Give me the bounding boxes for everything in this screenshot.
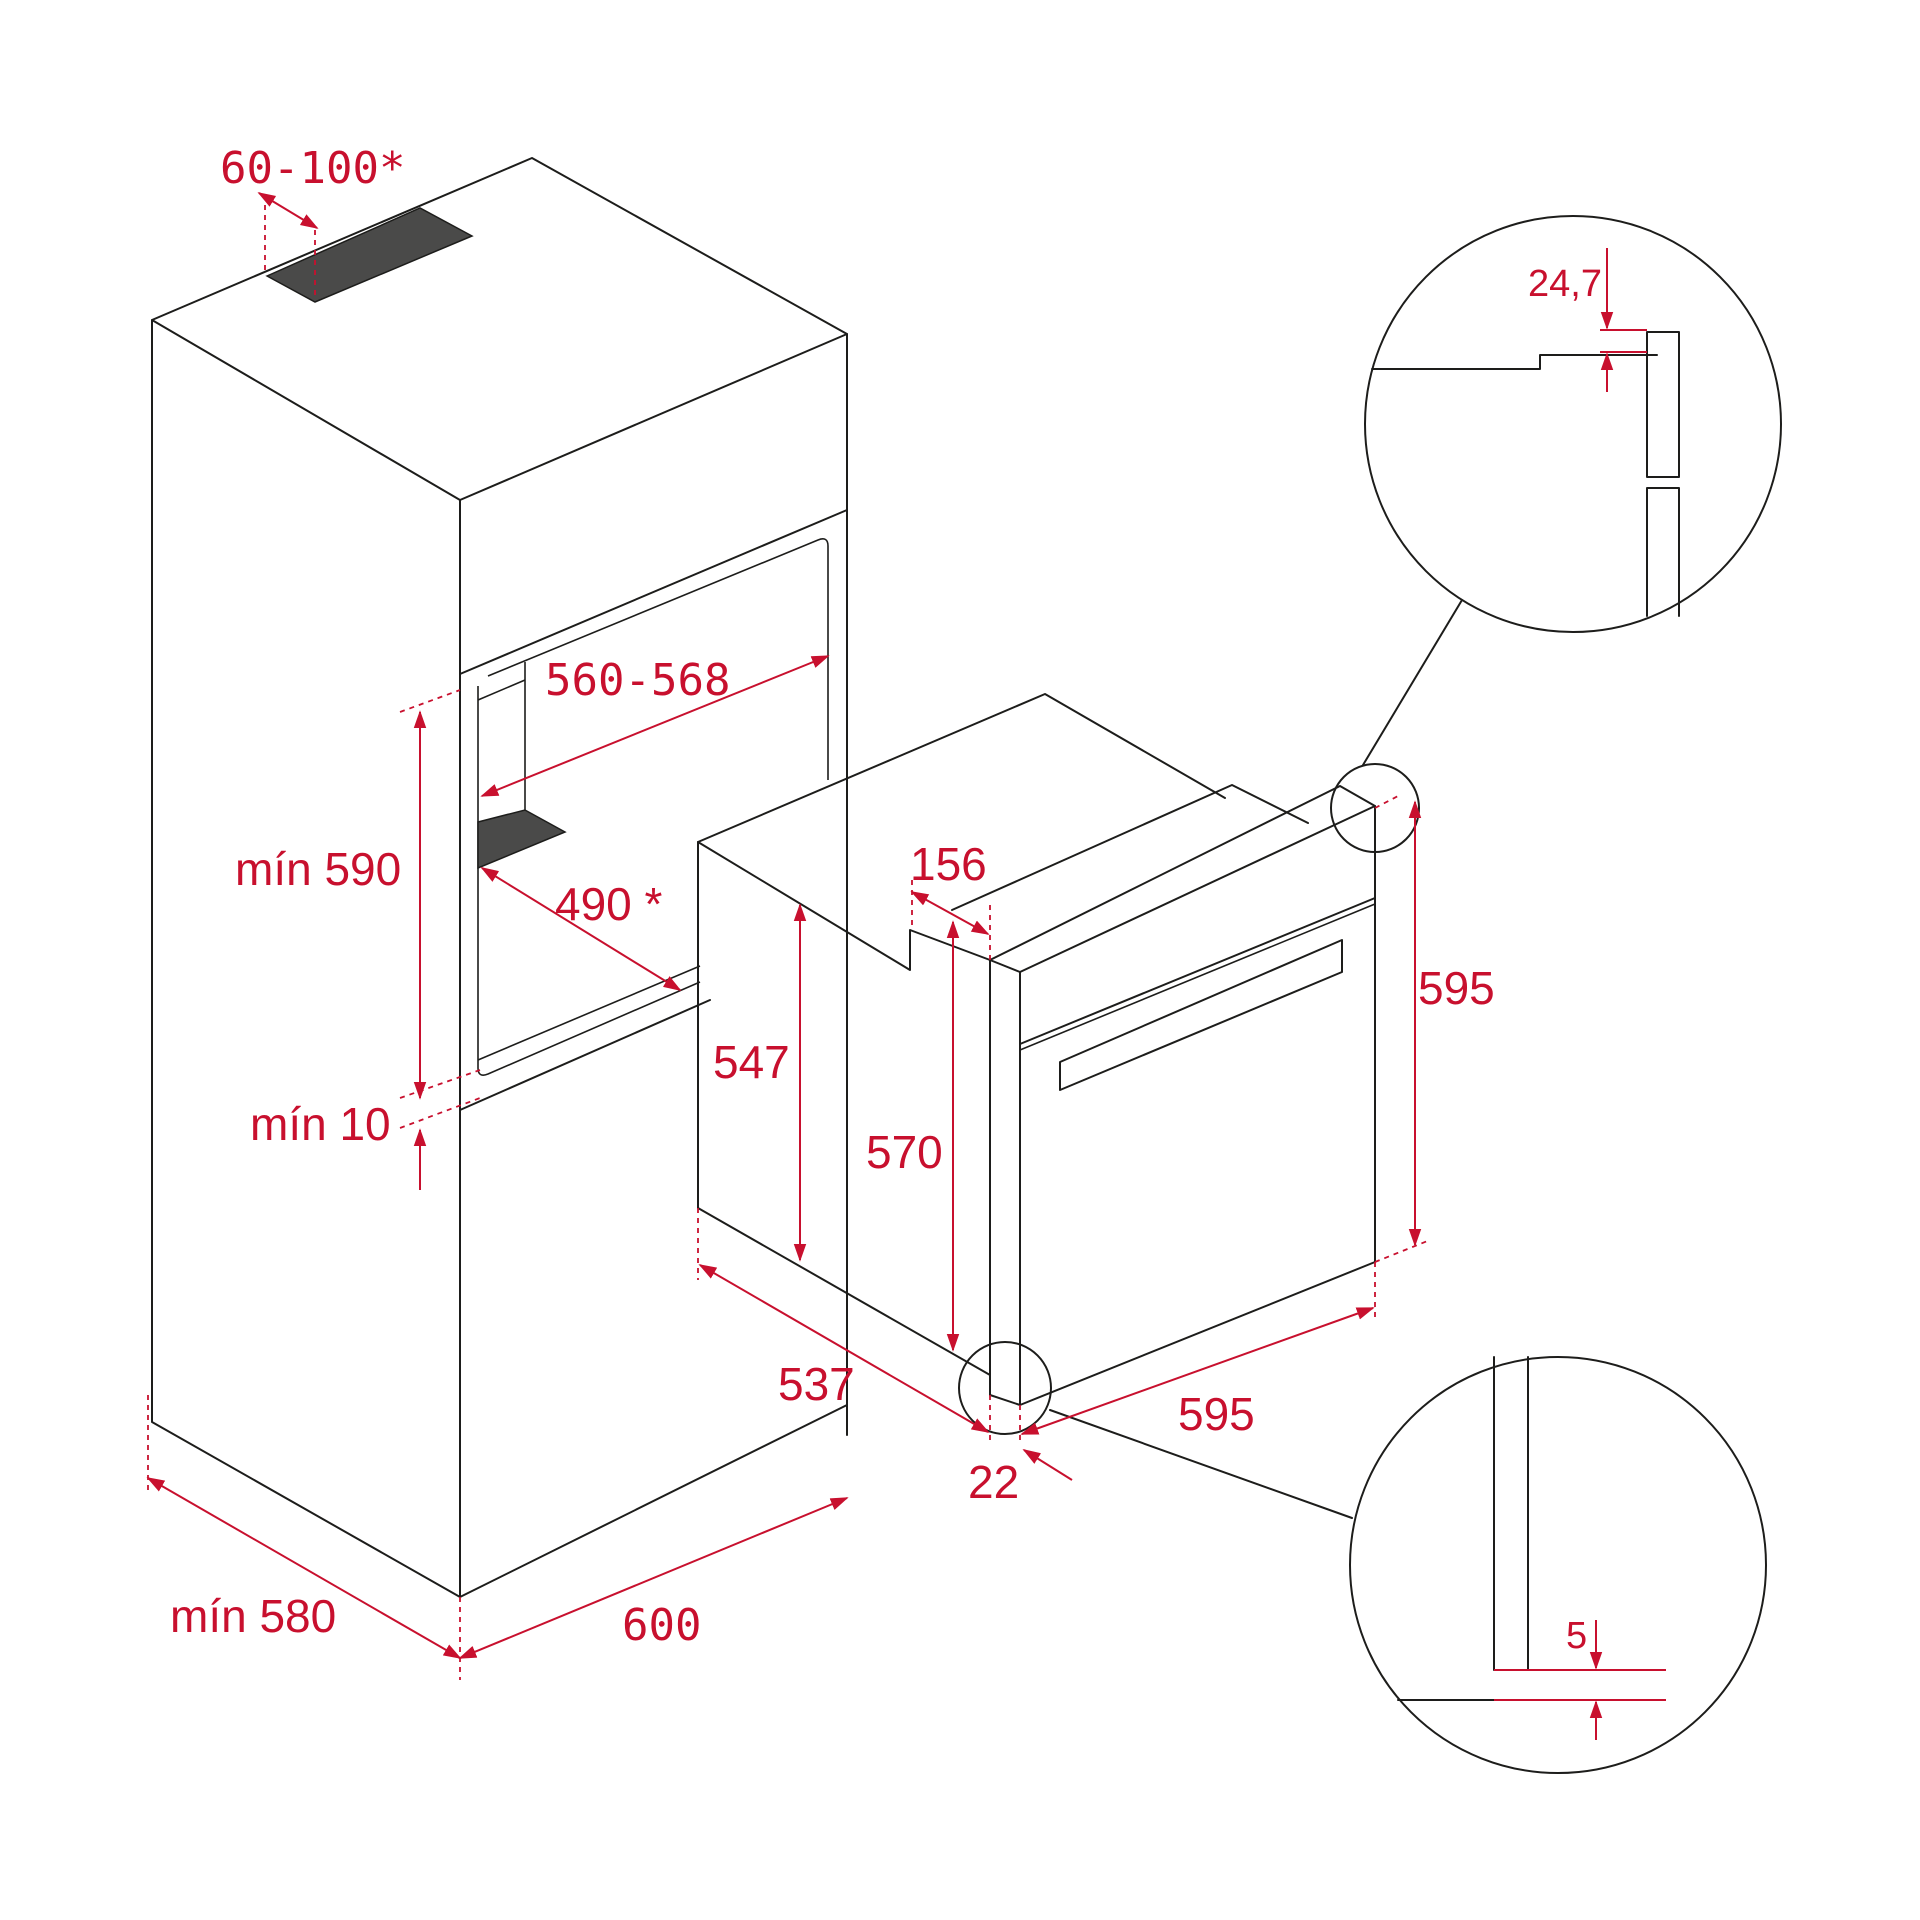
detail-callout-bottom [958,1341,1767,1774]
label-oven-top-step: 156 [910,838,987,890]
label-detail-top: 24,7 [1528,263,1602,305]
label-cabinet-depth: mín 580 [170,1590,336,1642]
ventilation-slot-bottom [477,809,567,870]
cabinet [151,157,848,1598]
label-niche-depth: 490 * [555,878,663,930]
ventilation-slot-top [265,207,474,303]
dimension-lines [146,192,1431,1680]
label-cabinet-width: 600 [622,1600,701,1651]
label-oven-total-height: 595 [1418,962,1495,1014]
label-niche-width: 560-568 [545,655,730,706]
label-vent: 60-100* [220,143,405,194]
detail-callout-top [1330,215,1782,853]
dimension-labels: 60-100* 560-568 mín 590 490 * mín 10 mín… [170,143,1602,1657]
label-oven-front-height: 570 [866,1126,943,1178]
label-bottom-gap: mín 10 [250,1098,391,1150]
oven-handle [1059,939,1343,1091]
label-detail-bottom: 5 [1566,1615,1587,1657]
label-oven-body-height: 547 [713,1036,790,1088]
label-oven-depth: 537 [778,1358,855,1410]
label-front-thickness: 22 [968,1456,1019,1508]
label-niche-height: mín 590 [235,843,401,895]
label-oven-width: 595 [1178,1388,1255,1440]
